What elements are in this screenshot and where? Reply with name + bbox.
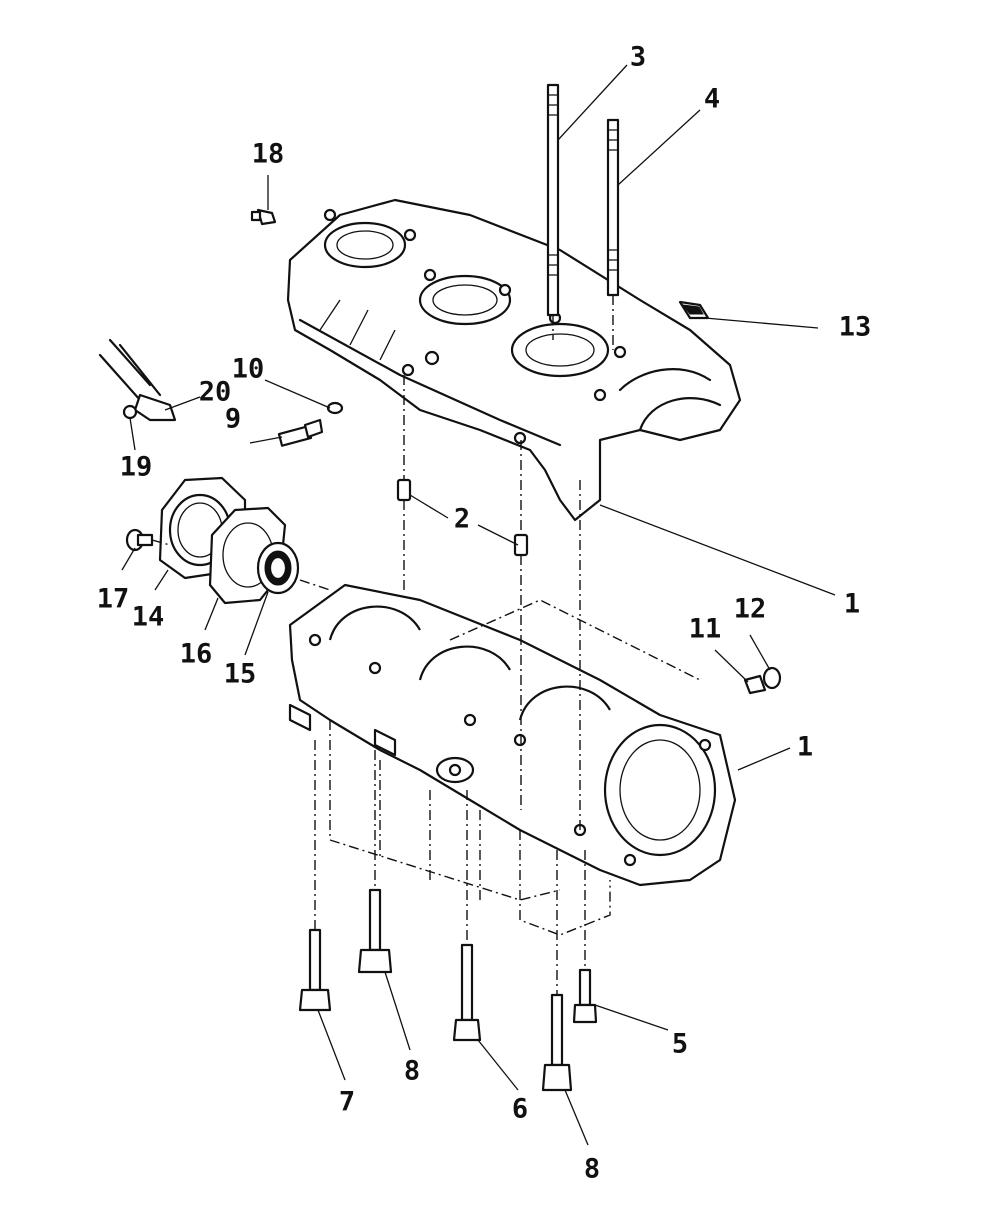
fitting-11-12 <box>743 666 782 695</box>
bolt-7 <box>298 928 332 1012</box>
bolt-center-lines <box>314 740 586 995</box>
cap-13 <box>678 300 710 320</box>
callout-12: 12 <box>734 594 767 625</box>
bolt-6 <box>452 943 482 1042</box>
callout-3: 3 <box>630 42 646 73</box>
cylinder-stud-4 <box>606 118 620 297</box>
callout-15: 15 <box>224 659 257 690</box>
callout-14: 14 <box>132 602 165 633</box>
fuel-tube-assembly-19-20 <box>98 338 177 422</box>
callout-labels: 3 4 18 13 10 20 9 19 2 1 17 14 16 15 11 … <box>97 42 872 1185</box>
callout-8-left: 8 <box>404 1056 420 1087</box>
lower-crankcase-half <box>288 583 737 936</box>
callout-17: 17 <box>97 584 130 615</box>
elbow-fitting-9 <box>277 418 324 447</box>
callout-4: 4 <box>704 84 720 115</box>
dowel-center-lines <box>403 375 581 840</box>
callout-18: 18 <box>252 139 285 170</box>
plug-18 <box>250 208 277 226</box>
callout-2: 2 <box>454 504 470 535</box>
bolt-8-left <box>357 888 393 974</box>
stud-center-lines <box>552 295 614 350</box>
upper-crankcase-half <box>286 198 742 522</box>
oil-seal-15 <box>256 541 300 595</box>
leader-lines <box>121 64 836 1146</box>
callout-6: 6 <box>512 1094 528 1125</box>
callout-9: 9 <box>225 404 241 435</box>
callout-5: 5 <box>672 1029 688 1060</box>
cylinder-stud-3 <box>546 83 560 317</box>
bolt-8-right <box>541 993 573 1092</box>
bolt-5 <box>572 968 598 1024</box>
callout-10: 10 <box>232 354 265 385</box>
callout-16: 16 <box>180 639 213 670</box>
callout-8-right: 8 <box>584 1154 600 1185</box>
screw-17 <box>125 528 154 552</box>
callout-19: 19 <box>120 452 153 483</box>
washer-10 <box>326 401 344 415</box>
callout-13: 13 <box>839 312 872 343</box>
callout-7: 7 <box>339 1087 355 1118</box>
callout-1-lower: 1 <box>797 732 813 763</box>
seal-center-line <box>151 539 331 591</box>
callout-20: 20 <box>199 377 232 408</box>
callout-11: 11 <box>689 614 722 645</box>
callout-1-upper: 1 <box>844 589 860 620</box>
